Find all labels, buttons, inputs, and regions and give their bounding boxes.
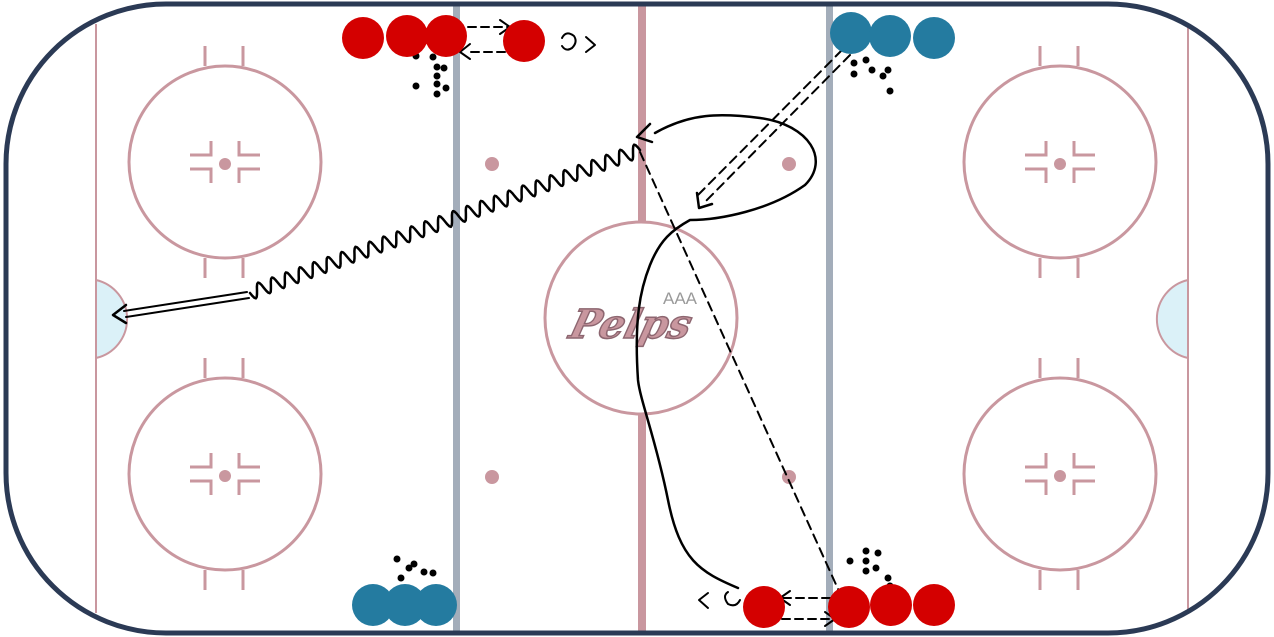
player-red: [743, 586, 785, 628]
blue-line-left: [453, 4, 460, 633]
puck: [862, 567, 870, 575]
player-blue: [830, 12, 872, 54]
puck: [429, 53, 437, 61]
logo-text: Pelps: [564, 301, 697, 348]
players-red-bottom: [743, 584, 955, 628]
shot-line: [123, 291, 250, 318]
rink-boards: [3, 1, 1271, 636]
player-red: [386, 15, 428, 57]
puck: [410, 560, 418, 568]
neutral-dot: [485, 157, 499, 171]
players-blue-top: [830, 12, 955, 59]
player-blue: [352, 584, 394, 626]
skate-with-puck-path: [248, 143, 642, 300]
pivot-mark-top: [561, 32, 596, 53]
faceoff-circle-left-top: [127, 46, 323, 278]
neutral-dot: [485, 470, 499, 484]
puck: [850, 70, 858, 78]
players-blue-bottom: [352, 584, 457, 626]
puck: [868, 66, 876, 74]
pucks: [393, 52, 894, 594]
puck: [433, 90, 441, 98]
player-red: [503, 20, 545, 62]
faceoff-circle-right-bottom: [962, 358, 1158, 590]
puck: [862, 557, 870, 565]
shot-arrowhead: [111, 303, 128, 325]
blue-line-right: [826, 4, 833, 633]
puck: [862, 547, 870, 555]
player-red: [828, 586, 870, 628]
pass-arrowhead: [695, 191, 714, 210]
player-blue: [415, 584, 457, 626]
puck: [884, 66, 892, 74]
goal-crease-right: [1155, 278, 1189, 360]
puck: [862, 56, 870, 64]
puck: [397, 574, 405, 582]
goal-crease-left: [95, 278, 129, 360]
pass-line-top-blue: [696, 49, 851, 203]
puck: [872, 564, 880, 572]
puck: [440, 64, 448, 72]
pass-arrowhead: [459, 43, 471, 60]
puck: [393, 555, 401, 563]
player-red: [342, 17, 384, 59]
puck: [405, 564, 413, 572]
drill-drawings: [111, 19, 851, 627]
puck: [879, 72, 887, 80]
skate-path: [635, 114, 817, 590]
puck: [846, 557, 854, 565]
puck: [420, 568, 428, 576]
puck: [433, 80, 441, 88]
puck: [442, 84, 450, 92]
center-logo: Pelps AAA: [563, 289, 698, 349]
pass-line-diagonal: [639, 151, 844, 601]
puck: [433, 63, 441, 71]
player-blue: [913, 17, 955, 59]
player-red: [425, 15, 467, 57]
puck: [884, 574, 892, 582]
player-red: [913, 584, 955, 626]
puck: [412, 82, 420, 90]
center-circle: [543, 220, 739, 416]
puck: [886, 87, 894, 95]
puck: [429, 569, 437, 577]
faceoff-circle-left-bottom: [127, 358, 323, 590]
puck: [874, 549, 882, 557]
player-red: [870, 584, 912, 626]
neutral-dot: [782, 157, 796, 171]
faceoff-circle-right-top: [962, 46, 1158, 278]
skate-arrowhead: [635, 122, 654, 144]
player-blue: [384, 584, 426, 626]
puck: [433, 72, 441, 80]
puck: [850, 59, 858, 67]
player-blue: [869, 15, 911, 57]
logo-suffix: AAA: [663, 289, 698, 308]
pivot-mark-bottom: [698, 591, 741, 609]
players-red-top: [342, 15, 545, 62]
